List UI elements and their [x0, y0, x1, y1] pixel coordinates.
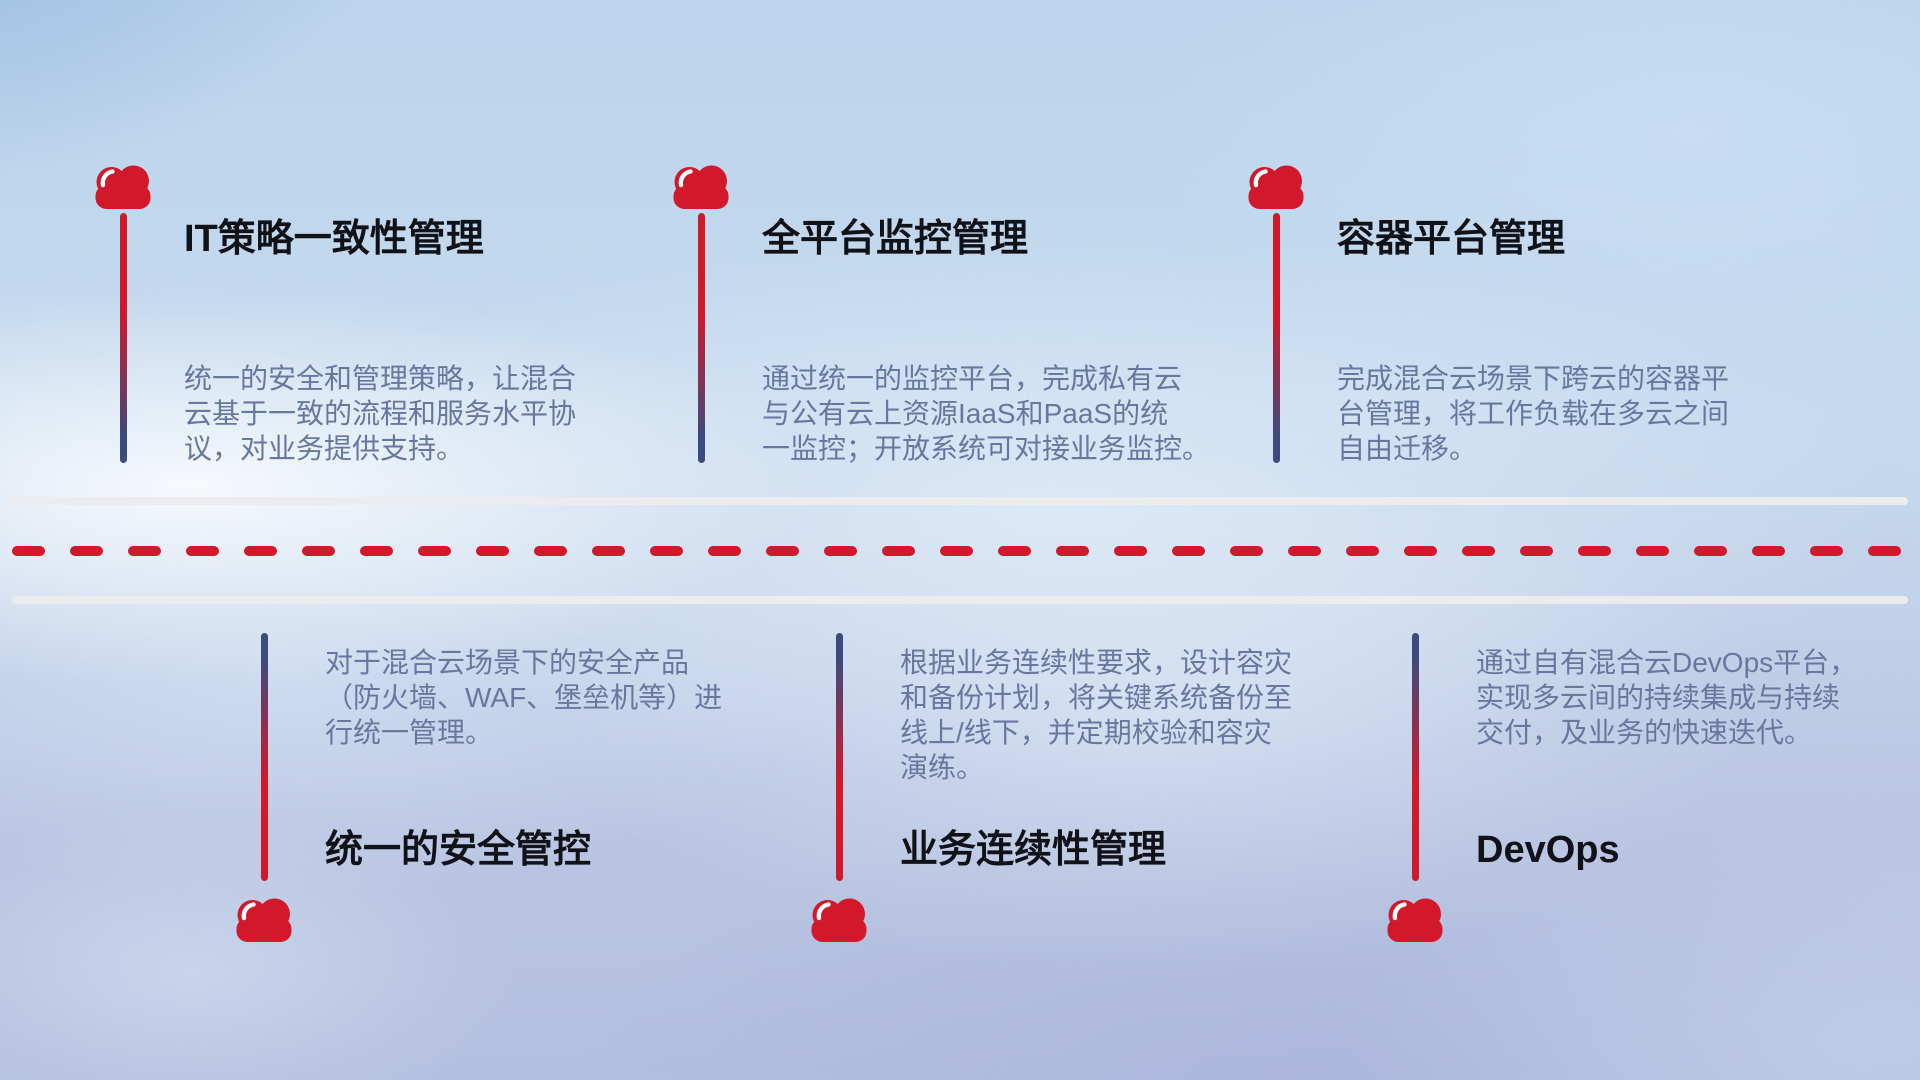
- cloud-icon: [1248, 165, 1304, 209]
- capability-description: 通过自有混合云DevOps平台， 实现多云间的持续集成与持续 交付，及业务的快速…: [1476, 647, 1858, 748]
- timeline-pole: [260, 633, 268, 881]
- capability-description: 通过统一的监控平台，完成私有云 与公有云上资源IaaS和PaaS的统 一监控；开…: [762, 363, 1211, 464]
- capability-description: 根据业务连续性要求，设计容灾 和备份计划，将关键系统备份至 线上/线下，并定期校…: [900, 647, 1293, 783]
- timeline-pole: [835, 633, 843, 881]
- capability-title: DevOps: [1476, 829, 1620, 871]
- capability-title: 统一的安全管控: [325, 829, 592, 871]
- timeline-pole: [119, 213, 127, 463]
- capability-title: 业务连续性管理: [900, 829, 1167, 871]
- road-center-dashed-line: [12, 546, 1908, 556]
- capability-description: 完成混合云场景下跨云的容器平 台管理，将工作负载在多云之间 自由迁移。: [1337, 363, 1730, 464]
- capability-title: 容器平台管理: [1337, 218, 1566, 260]
- cloud-icon: [673, 165, 729, 209]
- cloud-icon: [236, 898, 292, 942]
- cloud-icon: [95, 165, 151, 209]
- cloud-icon: [811, 898, 867, 942]
- cloud-icon: [1387, 898, 1443, 942]
- road-bottom-line: [12, 596, 1908, 604]
- capability-description: 统一的安全和管理策略，让混合 云基于一致的流程和服务水平协 议，对业务提供支持。: [184, 363, 577, 464]
- capability-title: IT策略一致性管理: [184, 218, 484, 260]
- capability-description: 对于混合云场景下的安全产品 （防火墙、WAF、堡垒机等）进 行统一管理。: [325, 647, 723, 748]
- capability-title: 全平台监控管理: [762, 218, 1029, 260]
- timeline-pole: [697, 213, 705, 463]
- timeline-pole: [1411, 633, 1419, 881]
- road-top-line: [12, 497, 1908, 505]
- timeline-pole: [1272, 213, 1280, 463]
